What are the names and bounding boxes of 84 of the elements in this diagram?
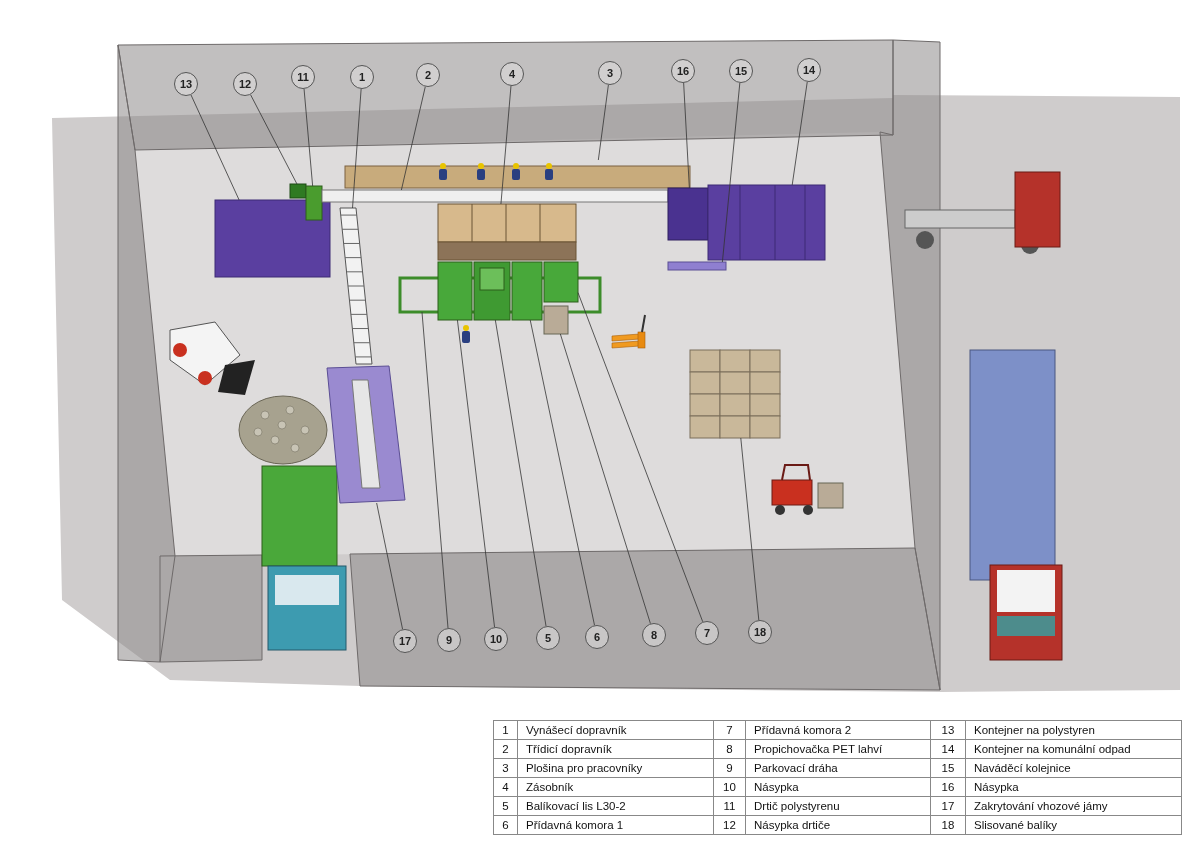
part-name: Třídicí dopravník xyxy=(518,740,714,759)
part-name: Násypka xyxy=(746,778,931,797)
callout-number: 16 xyxy=(671,59,695,83)
part-number: 4 xyxy=(494,778,518,797)
part-number: 17 xyxy=(931,797,966,816)
callout-number: 8 xyxy=(642,623,666,647)
callout-number: 15 xyxy=(729,59,753,83)
leader-line xyxy=(529,319,595,626)
part-name: Zásobník xyxy=(518,778,714,797)
worker-platform xyxy=(344,163,691,189)
callout-number: 13 xyxy=(174,72,198,96)
callout-number: 17 xyxy=(393,629,417,653)
part-name: Přídavná komora 1 xyxy=(518,816,714,835)
part-name: Násypka xyxy=(966,778,1182,797)
leader-line xyxy=(722,82,741,263)
callout-number: 18 xyxy=(748,620,772,644)
part-name: Zakrytování vhozové jámy xyxy=(966,797,1182,816)
leader-line xyxy=(559,333,651,624)
part-number: 16 xyxy=(931,778,966,797)
feed-hopper xyxy=(667,187,709,241)
part-name: Kontejner na komunální odpad xyxy=(966,740,1182,759)
leader-line xyxy=(190,94,240,201)
leader-line xyxy=(457,319,495,628)
leader-line xyxy=(376,502,403,630)
leader-line xyxy=(597,84,609,161)
part-name: Kontejner na polystyren xyxy=(966,721,1182,740)
bale-stack xyxy=(689,349,781,439)
leader-line xyxy=(500,85,512,205)
part-number: 11 xyxy=(714,797,746,816)
waste-container xyxy=(707,184,826,261)
callout-number: 1 xyxy=(350,65,374,89)
callout-number: 14 xyxy=(797,58,821,82)
part-name: Přídavná komora 2 xyxy=(746,721,931,740)
part-name: Propichovačka PET lahví xyxy=(746,740,931,759)
part-number: 5 xyxy=(494,797,518,816)
callout-number: 5 xyxy=(536,626,560,650)
storage-hoppers xyxy=(437,203,577,261)
callout-number: 12 xyxy=(233,72,257,96)
part-number: 2 xyxy=(494,740,518,759)
part-name: Balíkovací lis L30-2 xyxy=(518,797,714,816)
part-name: Násypka drtiče xyxy=(746,816,931,835)
leader-line xyxy=(421,311,449,629)
part-number: 14 xyxy=(931,740,966,759)
callout-number: 3 xyxy=(598,61,622,85)
part-number: 12 xyxy=(714,816,746,835)
part-number: 13 xyxy=(931,721,966,740)
callout-number: 6 xyxy=(585,625,609,649)
callout-number: 2 xyxy=(416,63,440,87)
leader-line xyxy=(352,88,362,209)
polystyrene-container xyxy=(214,199,331,278)
part-number: 7 xyxy=(714,721,746,740)
guide-rails xyxy=(667,261,727,271)
callout-number: 7 xyxy=(695,621,719,645)
leader-line xyxy=(250,94,298,185)
sorting-conveyor xyxy=(321,189,669,203)
leader-line xyxy=(303,88,314,187)
feed-pit-cover xyxy=(326,365,406,504)
leader-line xyxy=(577,292,704,623)
part-number: 18 xyxy=(931,816,966,835)
part-number: 10 xyxy=(714,778,746,797)
part-name: Parkovací dráha xyxy=(746,759,931,778)
leader-line xyxy=(740,437,760,621)
callout-number: 4 xyxy=(500,62,524,86)
leader-line xyxy=(683,82,690,189)
callout-number: 9 xyxy=(437,628,461,652)
part-name: Slisované balíky xyxy=(966,816,1182,835)
leader-line xyxy=(791,81,808,186)
shredder-hopper xyxy=(289,183,307,199)
part-name: Vynášecí dopravník xyxy=(518,721,714,740)
callout-number: 11 xyxy=(291,65,315,89)
part-name: Naváděcí kolejnice xyxy=(966,759,1182,778)
part-name: Plošina pro pracovníky xyxy=(518,759,714,778)
part-number: 3 xyxy=(494,759,518,778)
inclined-conveyor xyxy=(339,207,373,365)
part-name: Drtič polystyrenu xyxy=(746,797,931,816)
part-number: 9 xyxy=(714,759,746,778)
part-number: 6 xyxy=(494,816,518,835)
part-number: 8 xyxy=(714,740,746,759)
polystyrene-shredder xyxy=(305,185,323,221)
callout-number: 10 xyxy=(484,627,508,651)
leader-line xyxy=(401,86,426,191)
part-number: 15 xyxy=(931,759,966,778)
part-number: 1 xyxy=(494,721,518,740)
leader-line xyxy=(494,319,547,627)
